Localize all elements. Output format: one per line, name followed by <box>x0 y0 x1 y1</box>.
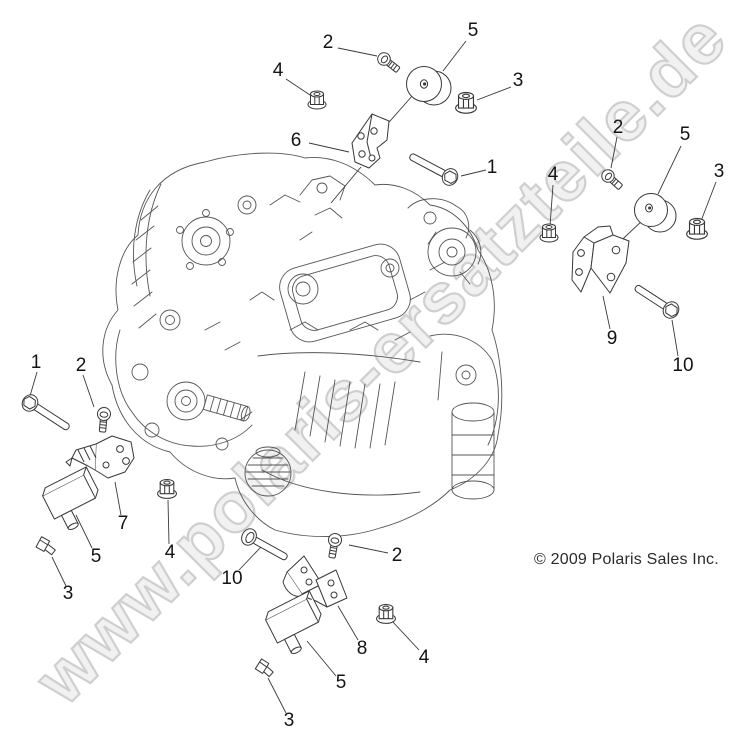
part-flange-nut-left <box>157 478 177 499</box>
part-flange-bolt-10-right <box>634 284 680 319</box>
part-rubber-mount-right <box>634 193 677 233</box>
part-button-bolt-left <box>97 407 111 433</box>
callout-5-rubber-mount: 5 <box>467 20 479 41</box>
part-button-bolt-right <box>601 169 623 190</box>
callout-3-small-bolt: 3 <box>283 710 295 731</box>
part-bracket-6 <box>351 113 390 169</box>
callout-4-flange-nut: 4 <box>164 542 176 563</box>
callout-2-button-head-bolt: 2 <box>391 545 403 566</box>
callout-5-rubber-mount-block: 5 <box>335 672 347 693</box>
engine-illustration <box>102 152 503 538</box>
callout-3-hex-nut: 3 <box>713 161 725 182</box>
copyright-text: © 2009 Polaris Sales Inc. <box>534 551 719 568</box>
part-button-bolt-bottom <box>328 533 342 559</box>
part-bracket-9 <box>571 225 630 294</box>
callout-1-flange-bolt: 1 <box>30 352 42 373</box>
callout-3-small-bolt: 3 <box>62 583 74 604</box>
callout-2-button-head-bolt: 2 <box>322 32 334 53</box>
part-block-mount-bottom <box>265 590 322 655</box>
callout-8-mount-bracket: 8 <box>356 638 368 659</box>
part-hex-nut-top <box>455 91 477 114</box>
callout-10-flange-bolt: 10 <box>221 568 243 589</box>
part-flange-nut-right <box>539 223 559 243</box>
part-small-bolt-left <box>35 536 56 556</box>
callout-4-flange-nut: 4 <box>547 164 559 185</box>
part-flange-nut-top <box>307 90 327 110</box>
part-flange-bolt-1-left <box>21 394 70 431</box>
callout-6-mount-bracket: 6 <box>290 130 302 151</box>
part-rubber-mount-top <box>406 66 452 106</box>
part-flange-bolt-10-bottom <box>241 528 288 561</box>
callout-10-flange-bolt: 10 <box>672 355 694 376</box>
callout-4-flange-nut: 4 <box>418 647 430 668</box>
callout-2-button-head-bolt: 2 <box>75 355 87 376</box>
callout-5-rubber-mount: 5 <box>679 124 691 145</box>
callout-2-button-head-bolt: 2 <box>612 117 624 138</box>
callout-9-mount-bracket: 9 <box>606 328 618 349</box>
callout-5-rubber-mount-block: 5 <box>90 546 102 567</box>
part-flange-nut-bottom <box>376 603 396 624</box>
callout-3-hex-nut: 3 <box>512 70 524 91</box>
part-block-mount-left <box>42 466 99 531</box>
part-flange-bolt-1-top <box>409 153 459 186</box>
part-button-bolt-top <box>377 52 401 73</box>
callout-1-flange-bolt: 1 <box>486 157 498 178</box>
callout-7-mount-bracket: 7 <box>117 513 129 534</box>
part-hex-nut-right <box>686 217 708 240</box>
part-bracket-7 <box>65 435 135 479</box>
leader-lines <box>29 40 717 714</box>
part-bracket-8 <box>282 555 348 608</box>
callout-4-flange-nut: 4 <box>272 60 284 81</box>
part-small-bolt-bottom <box>254 658 274 678</box>
